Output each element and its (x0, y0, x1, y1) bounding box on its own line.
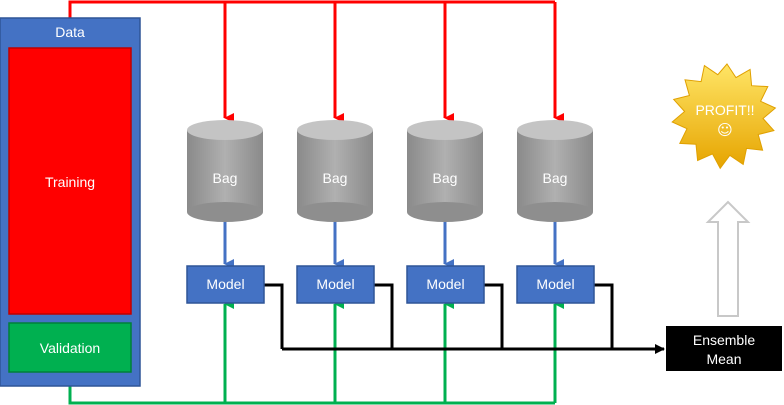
model-2: Model (296, 265, 375, 304)
model-4: Model (516, 265, 595, 304)
bag-1: Bag (187, 120, 263, 222)
black-line-from-model-4 (594, 283, 614, 349)
bag-bottom (187, 202, 263, 222)
model-box (406, 265, 485, 304)
bag-bottom (297, 202, 373, 222)
bag-3: Bag (407, 120, 483, 222)
ensemble-line-1: Ensemble (693, 332, 755, 348)
bag-label: Bag (213, 170, 238, 186)
red-line-top (68, 0, 555, 18)
model-label: Model (206, 276, 244, 292)
bag-body (517, 130, 593, 212)
training-label: Training (45, 174, 95, 190)
model-box (296, 265, 375, 304)
bag-top (517, 120, 593, 140)
profit-starburst: PROFIT!! ☺ (671, 63, 777, 170)
model-box (186, 265, 265, 304)
green-validation-lines (68, 299, 564, 405)
black-line-from-model-3 (484, 283, 504, 349)
bag-top (187, 120, 263, 140)
ensemble-box (666, 326, 782, 371)
model-label: Model (426, 276, 464, 292)
black-line-from-model-1 (264, 283, 284, 349)
validation-label: Validation (40, 340, 100, 356)
validation-block (8, 322, 132, 373)
profit-smiley: ☺ (717, 121, 733, 139)
bag-2: Bag (297, 120, 373, 222)
bag-4: Bag (517, 120, 593, 222)
bag-bottom (407, 202, 483, 222)
bag-body (407, 130, 483, 212)
model-1: Model (186, 265, 265, 304)
red-distribution-lines (68, 0, 564, 123)
bag-bottom (517, 202, 593, 222)
bag-label: Bag (543, 170, 568, 186)
data-panel-title: Data (55, 24, 85, 40)
bag-body (187, 130, 263, 212)
profit-text: PROFIT!! (695, 102, 754, 118)
model-box (516, 265, 595, 304)
hollow-up-arrow (705, 200, 751, 317)
blue-bag-to-model-arrows (223, 222, 564, 269)
starburst-shape (671, 63, 777, 170)
ensemble-line-2: Mean (706, 351, 741, 367)
data-panel: Data Training Validation (0, 17, 141, 387)
bag-label: Bag (323, 170, 348, 186)
training-block (8, 47, 132, 315)
black-ensemble-lines (264, 283, 665, 354)
ensemble-mean: Ensemble Mean (666, 326, 782, 371)
model-3: Model (406, 265, 485, 304)
bag-body (297, 130, 373, 212)
bag-top (407, 120, 483, 140)
black-line-from-model-2 (374, 283, 394, 349)
bag-label: Bag (433, 170, 458, 186)
bag-top (297, 120, 373, 140)
model-label: Model (316, 276, 354, 292)
model-label: Model (536, 276, 574, 292)
green-line-bottom (68, 386, 555, 405)
